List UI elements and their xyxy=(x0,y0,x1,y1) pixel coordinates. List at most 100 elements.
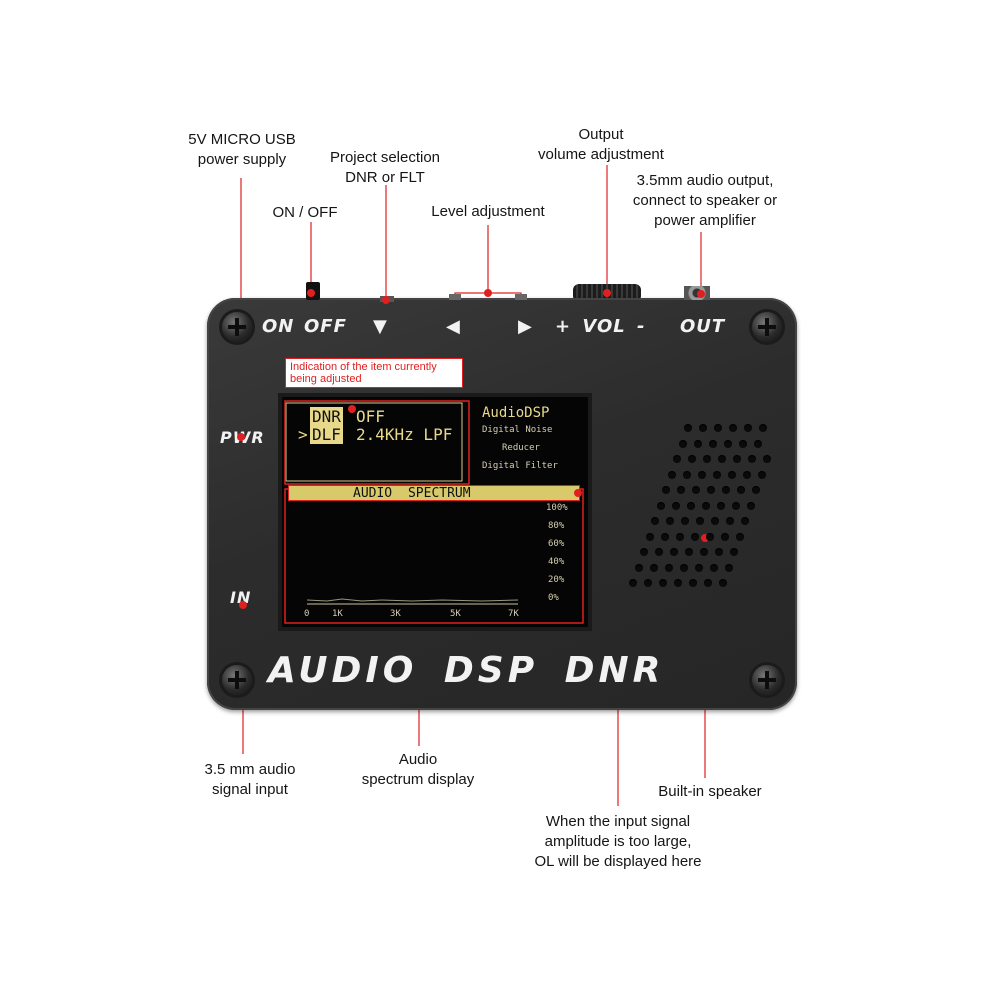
speaker-hole xyxy=(696,517,704,525)
speaker-hole xyxy=(712,470,721,479)
speaker-hole xyxy=(711,517,719,525)
on-off-callout: ON / OFF xyxy=(272,204,338,221)
speaker-hole xyxy=(720,532,729,541)
output-volume-callout: Output volume adjustment xyxy=(538,126,664,163)
left-button[interactable] xyxy=(449,294,461,300)
speaker-hole xyxy=(678,439,687,448)
speaker-hole xyxy=(763,455,771,463)
speaker-hole xyxy=(686,501,695,510)
speaker-hole xyxy=(690,532,699,541)
speaker-hole xyxy=(718,455,726,463)
project-selection-callout: Project selection DNR or FLT xyxy=(329,149,441,186)
out-label: OUT xyxy=(680,316,726,337)
speaker-hole xyxy=(741,517,749,525)
speaker-hole xyxy=(705,532,714,541)
y-tick-80: 80% xyxy=(548,521,565,531)
power-led xyxy=(237,433,245,441)
screw-bottom-left xyxy=(222,665,252,695)
speaker-hole xyxy=(645,532,654,541)
speaker-hole xyxy=(704,579,712,587)
x-tick-7k: 7K xyxy=(508,609,519,619)
audio-input-callout: 3.5 mm audio signal input xyxy=(204,761,296,798)
speaker-hole xyxy=(660,532,669,541)
speaker-hole xyxy=(682,470,691,479)
y-tick-20: 20% xyxy=(548,575,565,585)
speaker-hole xyxy=(670,548,678,556)
speaker-hole xyxy=(729,424,737,432)
row2-tag: DLF xyxy=(310,425,343,444)
right-button[interactable] xyxy=(515,294,527,300)
speaker-hole xyxy=(707,486,715,494)
speaker-hole xyxy=(673,455,681,463)
speaker-hole xyxy=(699,424,707,432)
speaker-hole xyxy=(681,517,689,525)
speaker-hole xyxy=(752,486,760,494)
y-tick-0: 0% xyxy=(548,593,559,603)
lcd-title: AudioDSP xyxy=(482,405,550,421)
speaker-hole xyxy=(671,501,680,510)
speaker-hole xyxy=(735,532,744,541)
speaker-hole xyxy=(714,424,722,432)
down-arrow-icon: ▼ xyxy=(373,316,388,337)
lcd-subtitle-2: Reducer xyxy=(502,443,540,453)
out-marker xyxy=(697,290,705,298)
speaker-callout: Built-in speaker xyxy=(658,783,762,800)
right-arrow-icon: ▶ xyxy=(518,316,533,337)
on-label: ON xyxy=(262,316,295,337)
screw-top-right xyxy=(752,312,782,342)
y-tick-100: 100% xyxy=(546,503,568,513)
y-tick-60: 60% xyxy=(548,539,565,549)
speaker-hole xyxy=(684,424,692,432)
speaker-hole xyxy=(697,470,706,479)
speaker-hole xyxy=(692,486,700,494)
brand-title: AUDIO DSP DNR xyxy=(268,650,665,691)
speaker-hole xyxy=(664,563,673,572)
x-tick-1k: 1K xyxy=(332,609,343,619)
speaker-hole xyxy=(738,439,747,448)
row2-prefix: > xyxy=(298,425,308,444)
speaker-hole xyxy=(674,579,682,587)
speaker-hole xyxy=(656,501,665,510)
speaker-hole xyxy=(662,486,670,494)
speaker-hole xyxy=(666,517,674,525)
speaker-hole xyxy=(733,455,741,463)
speaker-hole xyxy=(719,579,727,587)
speaker-hole xyxy=(727,470,736,479)
speaker-marker xyxy=(701,534,709,542)
speaker-hole xyxy=(722,486,730,494)
usb-callout: 5V MICRO USB power supply xyxy=(188,131,296,168)
speaker-hole xyxy=(748,455,756,463)
overload-marker xyxy=(574,489,582,497)
current-item-callout: Indication of the item currently being a… xyxy=(285,358,463,388)
speaker-hole xyxy=(688,455,696,463)
speaker-hole xyxy=(679,563,688,572)
speaker-hole xyxy=(701,501,710,510)
row2-value: 2.4KHz LPF xyxy=(356,425,453,444)
spectrum-banner-label: AUDIO SPECTRUM xyxy=(353,486,471,501)
row1-value: OFF xyxy=(356,407,385,426)
speaker-hole xyxy=(742,470,751,479)
speaker-hole xyxy=(675,532,684,541)
volume-marker xyxy=(603,289,611,297)
speaker-hole xyxy=(629,579,637,587)
lcd-subtitle-1: Digital Noise xyxy=(482,425,553,435)
speaker-hole xyxy=(716,501,725,510)
input-jack-marker xyxy=(239,601,247,609)
speaker-hole xyxy=(759,424,767,432)
x-tick-5k: 5K xyxy=(450,609,461,619)
speaker-hole xyxy=(655,548,663,556)
speaker-hole xyxy=(753,439,762,448)
lcd-subtitle-3: Digital Filter xyxy=(482,461,558,471)
row1-tag: DNR xyxy=(310,407,343,426)
speaker-hole xyxy=(708,439,717,448)
speaker-hole xyxy=(640,548,648,556)
speaker-hole xyxy=(731,501,740,510)
volume-label: + VOL - xyxy=(555,316,646,337)
overload-callout: When the input signal amplitude is too l… xyxy=(534,813,702,870)
speaker-hole xyxy=(651,517,659,525)
spectrum-display-callout: Audio spectrum display xyxy=(361,751,475,788)
speaker-hole xyxy=(634,563,643,572)
speaker-hole xyxy=(685,548,693,556)
speaker-hole xyxy=(746,501,755,510)
speaker-hole xyxy=(723,439,732,448)
